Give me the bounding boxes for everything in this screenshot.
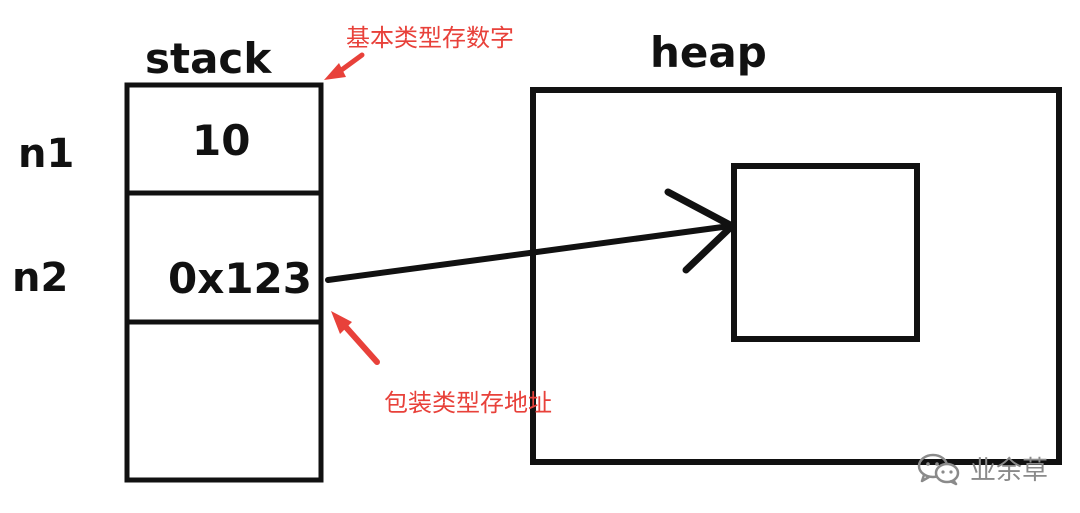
wechat-icon	[917, 453, 960, 485]
watermark: 业余草	[916, 450, 1048, 487]
stack-box	[124, 82, 324, 483]
heap-object-box	[731, 163, 920, 342]
annotation-wrapper: 包装类型存地址	[384, 389, 552, 417]
stack-value-n1: 10	[192, 116, 251, 165]
annotation-primitive: 基本类型存数字	[346, 24, 514, 52]
pointer-arrowhead	[664, 188, 736, 274]
heap-title: heap	[650, 28, 767, 77]
heap-box	[530, 87, 1062, 465]
annotation-arrow-top-head	[324, 63, 346, 80]
annotation-arrow-bottom-head	[331, 311, 352, 334]
watermark-text: 业余草	[970, 456, 1049, 486]
variable-label-n1: n1	[18, 131, 75, 177]
stack-title: stack	[145, 34, 272, 83]
annotation-arrow-bottom-shaft	[341, 322, 380, 365]
stack-value-n2: 0x123	[168, 254, 312, 303]
pointer-arrow-shaft	[325, 223, 733, 283]
variable-label-n2: n2	[12, 255, 69, 301]
